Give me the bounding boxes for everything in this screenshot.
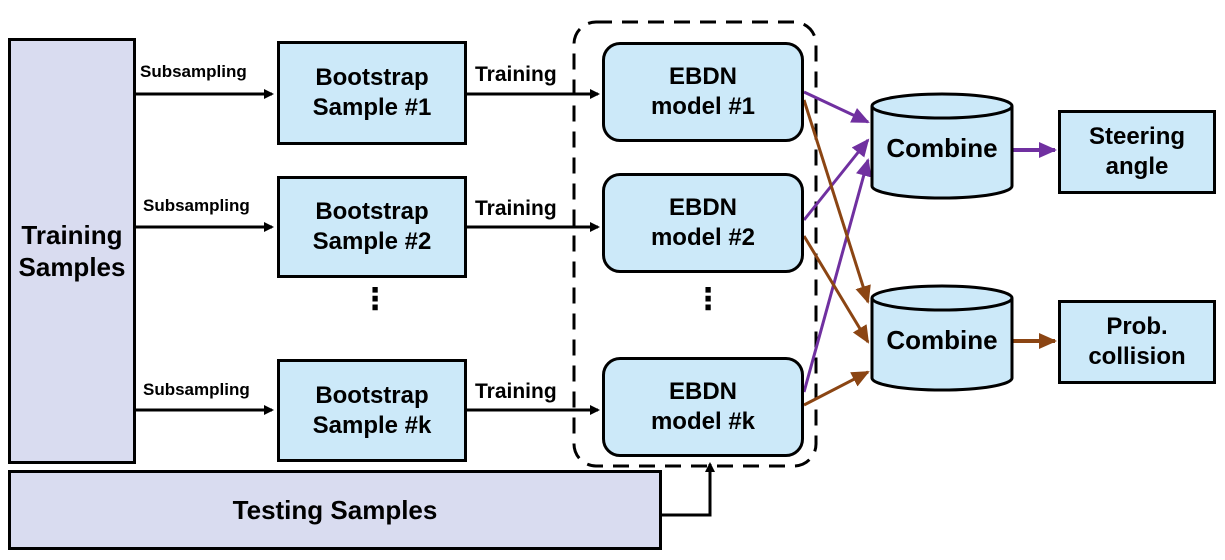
arrow-modelk-to-combine-top [802, 158, 872, 393]
bootstrap-sample-1: Bootstrap Sample #1 [277, 41, 467, 145]
bootstrap-sample-2: Bootstrap Sample #2 [277, 176, 467, 278]
ebdn-model-1: EBDN model #1 [602, 42, 804, 142]
subsampling-label-k: Subsampling [143, 380, 250, 399]
ebdn-model-1-label: EBDN model #1 [650, 63, 756, 120]
bootstrap-sample-2-label: Bootstrap Sample #2 [312, 198, 432, 255]
training-samples-label: Training Samples [18, 219, 126, 283]
prob-collision-box: Prob. collision [1058, 300, 1216, 384]
prob-collision-label: Prob. collision [1088, 313, 1186, 370]
steering-angle-label: Steering angle [1088, 123, 1186, 180]
arrow-model2-to-combine-bottom [802, 235, 870, 344]
arrow-model1-to-combine-bottom [802, 99, 871, 304]
steering-angle-box: Steering angle [1058, 110, 1216, 194]
ebdn-model-k-label: EBDN model #k [650, 378, 756, 435]
combine-bottom-cylinder [870, 284, 1014, 392]
training-label-2: Training [475, 197, 557, 220]
training-label-1: Training [475, 63, 557, 86]
subsampling-label-1: Subsampling [140, 62, 247, 81]
arrow-model2-to-combine-top [802, 138, 870, 221]
combine-top-label: Combine [886, 133, 998, 163]
combine-top-cylinder [870, 92, 1014, 200]
training-label-k: Training [475, 380, 557, 403]
bootstrap-sample-k-label: Bootstrap Sample #k [312, 381, 432, 439]
ensemble-boundary [572, 20, 818, 468]
arrow-modelk-to-combine-bottom [803, 370, 870, 407]
ebdn-model-2-label: EBDN model #2 [650, 194, 756, 251]
subsampling-label-2: Subsampling [143, 196, 250, 215]
bootstrap-ellipsis: ⋮ [360, 283, 390, 316]
bootstrap-sample-k: Bootstrap Sample #k [277, 359, 467, 462]
arrow-testing [660, 462, 715, 517]
ebdn-model-2: EBDN model #2 [602, 173, 804, 273]
arrow-model1-to-combine-top [803, 90, 870, 124]
testing-samples-label: Testing Samples [232, 494, 438, 525]
testing-samples-box: Testing Samples [8, 470, 662, 550]
model-ellipsis: ⋮ [693, 283, 723, 316]
combine-bottom-label: Combine [886, 325, 998, 355]
training-samples-box: Training Samples [8, 38, 136, 464]
ebdn-model-k: EBDN model #k [602, 357, 804, 457]
bootstrap-sample-1-label: Bootstrap Sample #1 [312, 64, 432, 121]
